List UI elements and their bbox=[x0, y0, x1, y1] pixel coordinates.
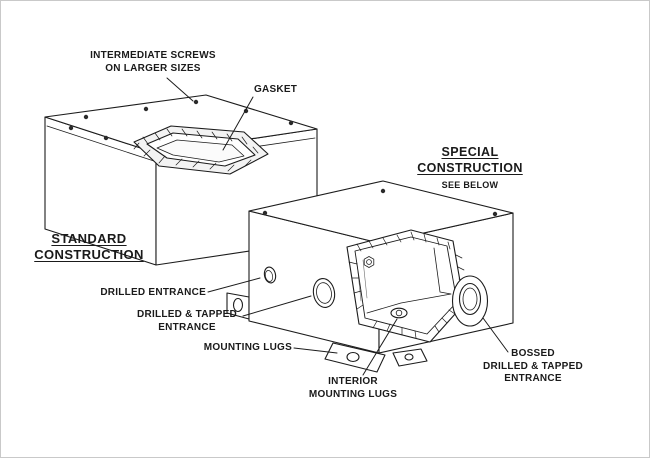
label-see-below: SEE BELOW bbox=[441, 180, 499, 190]
label-intermediate-screws: INTERMEDIATE SCREWS ON LARGER SIZES bbox=[90, 50, 216, 74]
leader-intermediate-screws bbox=[166, 77, 194, 102]
leader-gasket bbox=[222, 96, 254, 151]
interior-mounting-lug bbox=[390, 307, 408, 319]
mounting-lug-left bbox=[226, 292, 250, 320]
label-gasket: GASKET bbox=[254, 84, 298, 95]
interior-floor-lines bbox=[366, 247, 452, 314]
interior-wall-hatch bbox=[356, 259, 368, 302]
label-bossed-entrance: BOSSED DRILLED & TAPPED ENTRANCE bbox=[483, 348, 583, 384]
label-mounting-lugs: MOUNTING LUGS bbox=[203, 342, 292, 353]
gasket-hatching bbox=[133, 128, 259, 172]
drilled-tapped-entrance-hole bbox=[312, 278, 336, 308]
special-construction-box-drawing bbox=[226, 180, 514, 373]
label-standard-construction: STANDARD CONSTRUCTION bbox=[34, 231, 144, 263]
intermediate-screw-holes bbox=[68, 99, 294, 141]
cover-screw-holes bbox=[262, 188, 498, 217]
leader-lines bbox=[166, 77, 509, 376]
label-interior-mounting-lugs: INTERIOR MOUNTING LUGS bbox=[308, 376, 398, 400]
bossed-entrance-hole bbox=[451, 275, 489, 327]
label-special-construction: SPECIAL CONSTRUCTION bbox=[417, 145, 523, 175]
leader-mounting-lugs bbox=[293, 347, 338, 354]
label-drilled-tapped-entrance: DRILLED & TAPPED ENTRANCE bbox=[137, 309, 237, 333]
leader-drilled-tapped bbox=[242, 295, 312, 317]
label-drilled-entrance: DRILLED ENTRANCE bbox=[100, 287, 206, 298]
leader-drilled-entrance bbox=[207, 277, 261, 293]
leader-interior-lugs bbox=[362, 318, 398, 376]
drilled-entrance-hole bbox=[263, 266, 277, 284]
interior-stud bbox=[363, 256, 375, 268]
mounting-lug-front bbox=[324, 342, 428, 373]
leader-bossed-entrance bbox=[482, 317, 509, 353]
